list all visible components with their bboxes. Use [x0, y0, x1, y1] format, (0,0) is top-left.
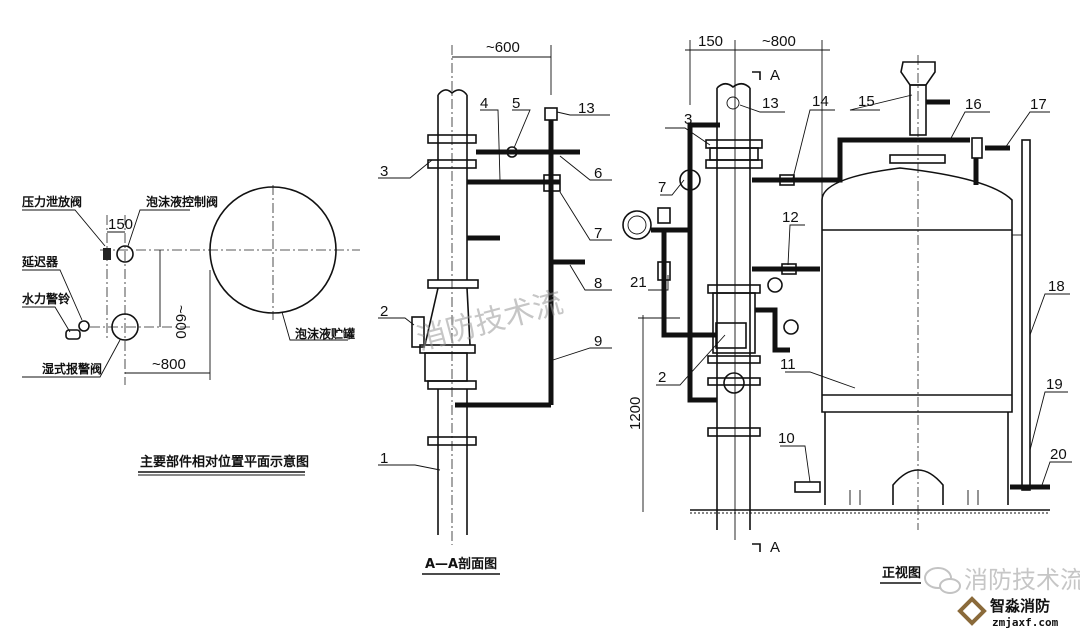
wet-alarm-valve-symbol [111, 313, 139, 341]
callout-15-front: 15 [858, 93, 875, 110]
section-mark-bottom: A [770, 539, 780, 556]
callout-13-section: 13 [578, 100, 595, 117]
callout-11-front: 11 [780, 356, 796, 373]
dim-800-front: ~800 [762, 33, 796, 50]
callout-3-section: 3 [380, 163, 388, 180]
plan-view: 压力泄放阀 泡沫液控制阀 延迟器 水力警铃 湿式报警阀 泡沫液贮罐 150 ~6… [21, 185, 360, 476]
label-pressure-relief-valve: 压力泄放阀 [22, 194, 82, 209]
callout-12-front: 12 [782, 209, 799, 226]
pressure-relief-valve-symbol [103, 248, 111, 260]
foam-tank-circle [209, 186, 337, 314]
callout-5-section: 5 [512, 95, 520, 112]
label-foam-control-valve: 泡沫液控制阀 [146, 194, 218, 209]
logo-url: zmjaxf.com [992, 616, 1059, 629]
callout-2-section: 2 [380, 303, 388, 320]
logo-name: 智淼消防 [990, 597, 1050, 615]
callout-4-section: 4 [480, 95, 488, 112]
section-view: ~600 3 4 5 13 6 7 8 [378, 39, 612, 575]
foam-control-valve-symbol [116, 245, 134, 263]
dim-150-front: 150 [698, 33, 723, 50]
callout-14-front: 14 [812, 93, 829, 110]
foam-tank [821, 167, 1013, 413]
gate-valve-handwheel [723, 372, 745, 394]
section-view-title: A—A剖面图 [425, 556, 497, 572]
dim-800-plan: ~800 [152, 356, 186, 373]
zhimiao-logo-icon [957, 596, 987, 626]
callout-7-section: 7 [594, 225, 602, 242]
callout-8-section: 8 [594, 275, 602, 292]
label-wet-alarm-valve: 湿式报警阀 [42, 361, 102, 376]
callout-2-front: 2 [658, 369, 666, 386]
callout-16-front: 16 [965, 96, 982, 113]
watermark-bottom: 消防技术流 [964, 566, 1080, 594]
section-mark-top: A [770, 67, 780, 84]
callout-6-section: 6 [594, 165, 602, 182]
callout-7-front: 7 [658, 179, 666, 196]
dim-1200-front: 1200 [627, 397, 644, 430]
callout-1-section: 1 [380, 450, 388, 467]
plan-view-title: 主要部件相对位置平面示意图 [140, 454, 309, 470]
callout-3-front: 3 [684, 111, 692, 128]
dim-600-section: ~600 [486, 39, 520, 56]
callout-10-front: 10 [778, 430, 795, 447]
label-water-motor-gong: 水力警铃 [22, 291, 71, 306]
front-view-title: 正视图 [882, 565, 921, 581]
water-gong-symbol [65, 329, 81, 340]
front-view: 150 ~800 1200 A A [622, 33, 1072, 584]
label-foam-tank: 泡沫液贮罐 [295, 326, 355, 341]
dim-150-plan: 150 [108, 216, 133, 233]
retard-chamber-symbol [78, 320, 90, 332]
callout-17-front: 17 [1030, 96, 1047, 113]
label-retard-chamber: 延迟器 [21, 254, 59, 269]
callout-20-front: 20 [1050, 446, 1067, 463]
wechat-icon [924, 567, 961, 594]
callout-18-front: 18 [1048, 278, 1065, 295]
callout-19-front: 19 [1046, 376, 1063, 393]
callout-21-front: 21 [630, 274, 647, 291]
dim-600-plan: ~600 [172, 305, 189, 339]
callout-9-section: 9 [594, 333, 602, 350]
callout-13-front: 13 [762, 95, 779, 112]
